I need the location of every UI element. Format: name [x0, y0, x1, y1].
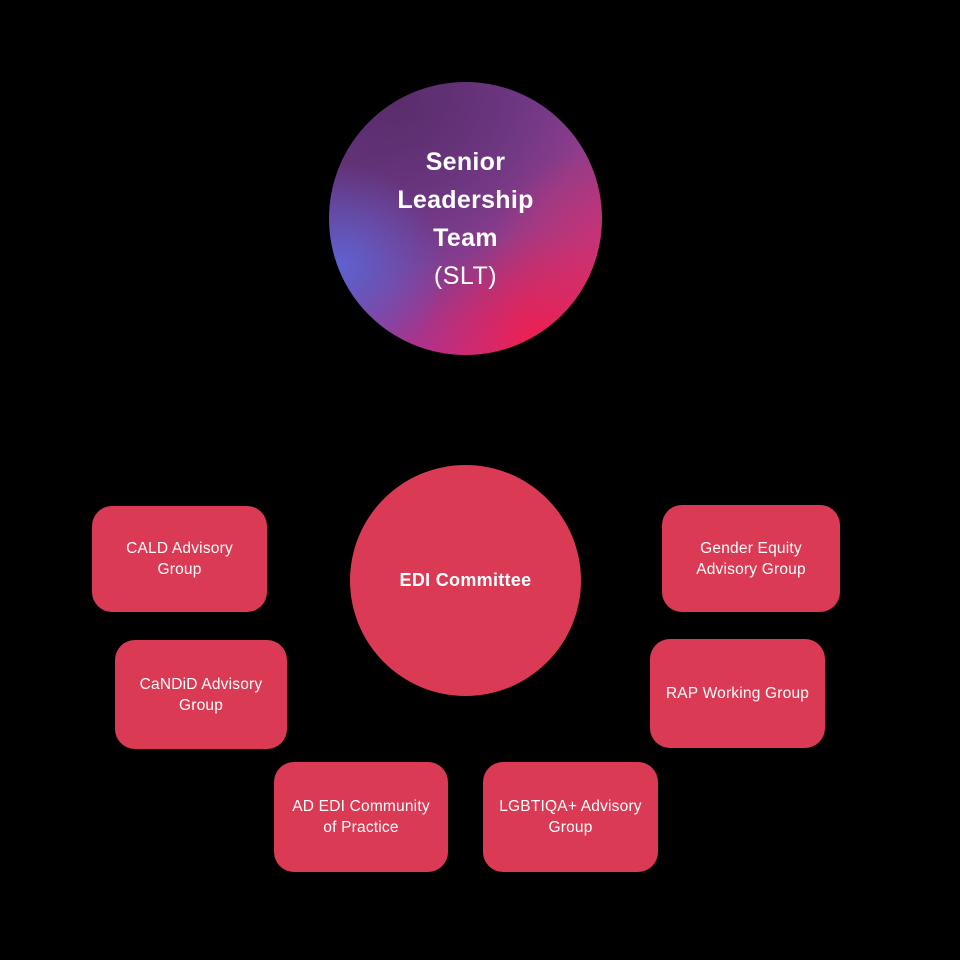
rap-label: RAP Working Group	[665, 685, 810, 702]
slt-subtitle: (SLT)	[433, 261, 498, 290]
lgbtiqa-label: LGBTIQA+ Advisory Group	[499, 798, 642, 836]
node-ad-edi-community-of-practice: AD EDI Community of Practice	[274, 762, 448, 872]
ad-edi-cop-label: AD EDI Community of Practice	[292, 798, 430, 836]
node-edi-committee: EDI Committee	[350, 465, 581, 696]
slt-title: Senior Leadership Team	[397, 147, 534, 252]
candid-label: CaNDiD Advisory Group	[139, 675, 263, 714]
node-cald-advisory-group: CALD Advisory Group	[92, 506, 267, 612]
node-candid-advisory-group: CaNDiD Advisory Group	[115, 640, 287, 749]
node-senior-leadership-team: Senior Leadership Team (SLT)	[329, 82, 602, 355]
node-lgbtiqa-advisory-group: LGBTIQA+ Advisory Group	[483, 762, 658, 872]
gender-equity-label: Gender Equity Advisory Group	[696, 539, 806, 578]
cald-label: CALD Advisory Group	[126, 540, 233, 578]
node-gender-equity-advisory-group: Gender Equity Advisory Group	[662, 505, 840, 612]
edi-committee-label: EDI Committee	[399, 570, 532, 590]
node-rap-working-group: RAP Working Group	[650, 639, 825, 748]
